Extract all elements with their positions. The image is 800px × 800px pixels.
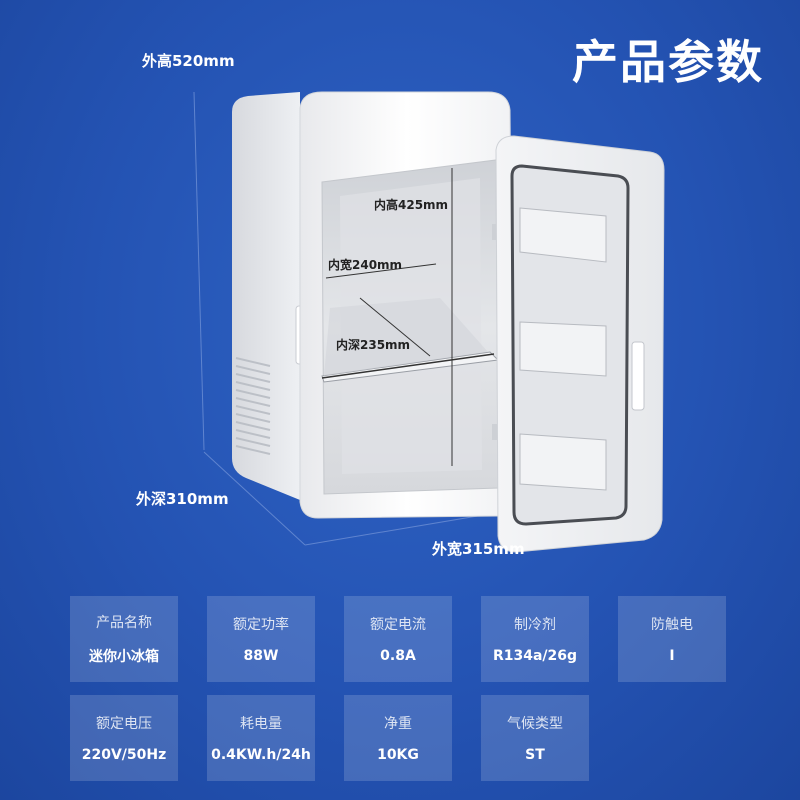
spec-value: 220V/50Hz [81,747,167,763]
spec-grid: 产品名称 迷你小冰箱 额定功率 88W 额定电流 0.8A 制冷剂 R134a/… [70,596,726,781]
spec-label: 气候类型 [507,716,563,732]
inner-width-line [325,263,437,279]
inner-height-label: 内高425mm [374,198,449,212]
outer-depth-guide [203,451,306,546]
side-vent-icon [235,357,271,455]
door-handle-icon [631,341,645,411]
fridge-illustration [193,91,665,553]
inner-depth-line [359,297,431,357]
door-shelf-middle [519,321,607,377]
door-shelf-top [519,207,607,263]
spec-label: 制冷剂 [514,617,556,633]
door-shelf-bottom [519,433,607,491]
spec-label: 净重 [384,716,412,732]
fridge-side-panel [232,92,300,500]
spec-value: I [669,648,675,664]
spec-cell-empty [618,695,726,781]
spec-cell-climate-type: 气候类型 ST [481,695,589,781]
spec-label: 额定电压 [96,716,152,732]
inner-width-label: 内宽240mm [328,258,403,272]
spec-cell-rated-voltage: 额定电压 220V/50Hz [70,695,178,781]
spec-label: 耗电量 [240,716,282,732]
spec-cell-rated-current: 额定电流 0.8A [344,596,452,682]
spec-value: R134a/26g [492,648,578,664]
spec-value: ST [525,747,545,763]
spec-cell-product-name: 产品名称 迷你小冰箱 [70,596,178,682]
outer-height-label: 外高520mm [142,52,235,70]
outer-width-label: 外宽315mm [432,540,525,558]
spec-value: 0.4KW.h/24h [211,747,311,763]
outer-height-guide [193,91,205,451]
spec-label: 额定功率 [233,617,289,633]
spec-label: 产品名称 [96,615,152,631]
spec-label: 额定电流 [370,617,426,633]
outer-depth-label: 外深310mm [136,490,229,508]
spec-value: 迷你小冰箱 [89,649,159,665]
page-title: 产品参数 [572,35,764,89]
spec-cell-net-weight: 净重 10KG [344,695,452,781]
spec-cell-power-consumption: 耗电量 0.4KW.h/24h [207,695,315,781]
spec-cell-shock-protection: 防触电 I [618,596,726,682]
spec-value: 88W [243,648,279,664]
inner-depth-label: 内深235mm [336,338,411,352]
spec-value: 10KG [377,747,419,763]
spec-cell-refrigerant: 制冷剂 R134a/26g [481,596,589,682]
spec-value: 0.8A [380,648,416,664]
spec-label: 防触电 [651,617,693,633]
spec-cell-rated-power: 额定功率 88W [207,596,315,682]
